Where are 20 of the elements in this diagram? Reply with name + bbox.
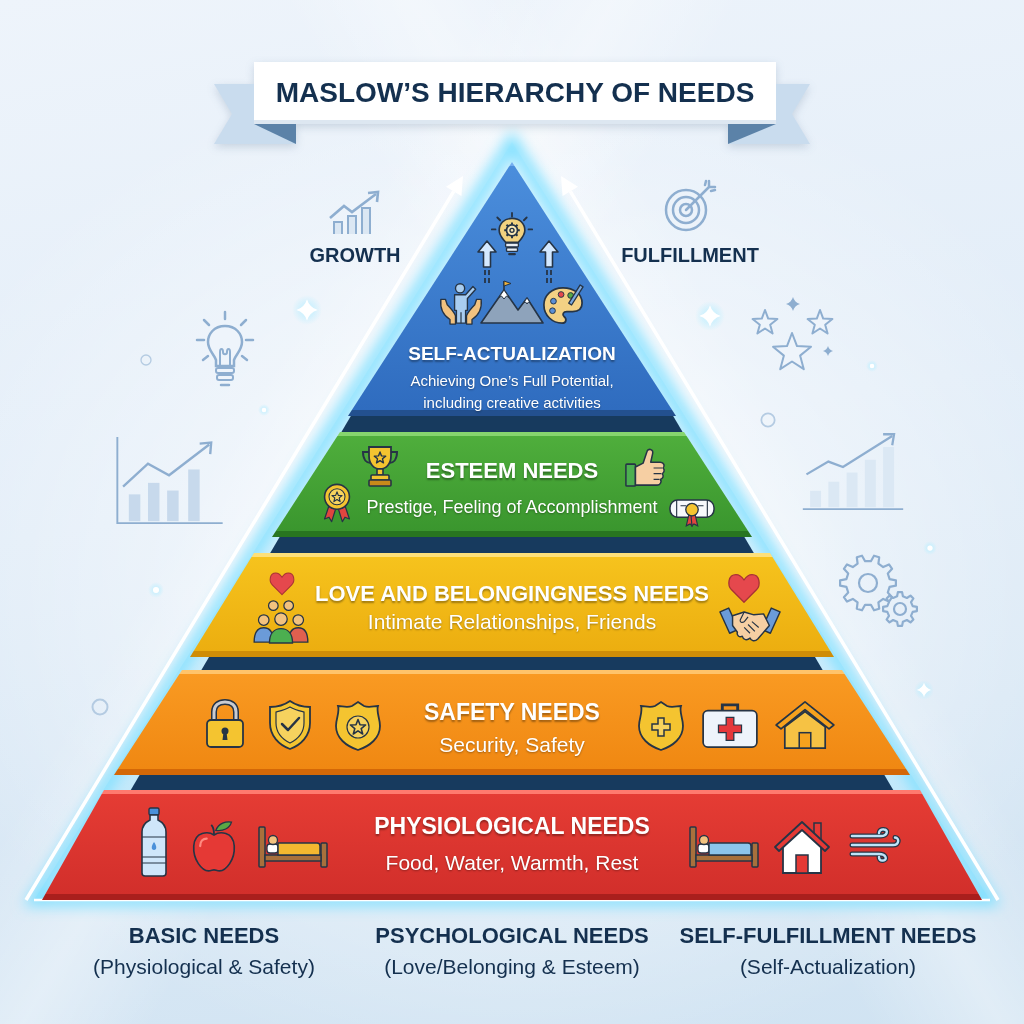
tier-description: Achieving One’s Full Potential, including creative activities [409,370,615,413]
tier-description: Prestige, Feeling of Accomplishment [366,497,658,519]
tier-description: Security, Safety [439,733,585,758]
group-subtitle: (Self-Actualization) [739,955,917,980]
group-heading: SELF-FULFILLMENT NEEDS [679,923,977,949]
tier-heading: PHYSIOLOGICAL NEEDS [374,813,650,840]
tier-heading: LOVE AND BELONGINGNESS NEEDS [315,581,709,607]
tier-heading: SAFETY NEEDS [424,699,600,726]
tier-description: Food, Water, Warmth, Rest [385,851,639,876]
group-subtitle: (Love/Belonging & Esteem) [384,955,640,980]
group-heading: BASIC NEEDS [128,923,280,949]
group-subtitle: (Physiological & Safety) [93,955,315,980]
tier-heading: SELF-ACTUALIZATION [408,343,616,365]
tier-description: Intimate Relationships, Friends [367,610,657,635]
side-label: FULFILLMENT [621,244,759,267]
pyramid-tier [272,432,752,537]
group-heading: PSYCHOLOGICAL NEEDS [375,923,649,949]
title: MASLOW’S HIERARCHY OF NEEDS [275,76,755,110]
tier-heading: ESTEEM NEEDS [425,458,599,484]
side-label: GROWTH [309,244,401,267]
